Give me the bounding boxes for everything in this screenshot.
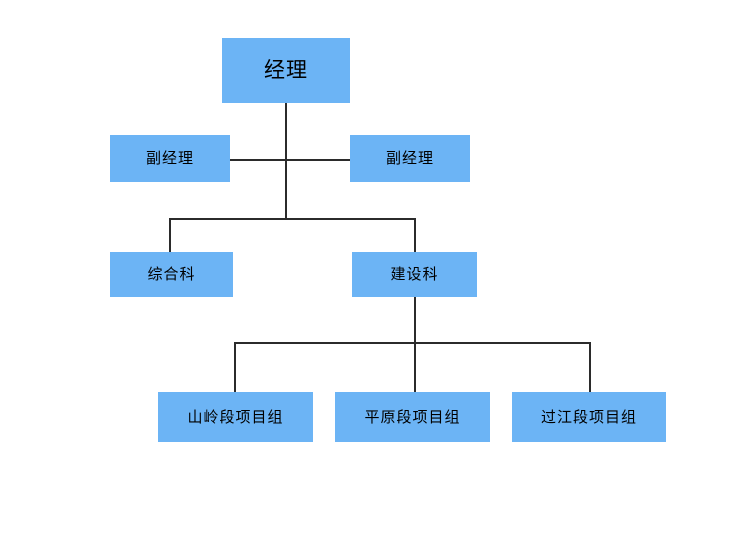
org-node-manager[interactable]: 经理	[222, 38, 350, 103]
org-node-team-river-label: 过江段项目组	[540, 408, 637, 426]
connector-drop-team-mountain	[234, 342, 236, 393]
connector-project-teams-bar	[235, 342, 591, 344]
org-node-deputy-manager-right[interactable]: 副经理	[350, 135, 470, 182]
org-node-team-plain-label: 平原段项目组	[364, 408, 461, 426]
connector-construction-trunk	[414, 296, 416, 343]
connector-manager-trunk	[285, 103, 287, 219]
org-node-team-mountain-label: 山岭段项目组	[187, 408, 284, 426]
org-node-general-affairs-section[interactable]: 综合科	[110, 252, 233, 297]
org-node-team-mountain[interactable]: 山岭段项目组	[158, 392, 313, 442]
connector-drop-general-affairs	[169, 218, 171, 254]
connector-drop-team-river	[589, 342, 591, 393]
org-node-deputy-manager-left[interactable]: 副经理	[110, 135, 230, 182]
connector-deputies-bar	[230, 159, 350, 161]
org-node-deputy-manager-right-label: 副经理	[385, 150, 434, 167]
org-node-construction-section[interactable]: 建设科	[352, 252, 477, 297]
org-node-manager-label: 经理	[264, 59, 308, 82]
connector-sections-bar	[170, 218, 416, 220]
connector-drop-construction	[414, 218, 416, 253]
org-node-construction-section-label: 建设科	[390, 266, 439, 283]
org-node-team-river[interactable]: 过江段项目组	[512, 392, 666, 442]
org-node-general-affairs-section-label: 综合科	[147, 266, 196, 283]
connector-drop-team-plain	[414, 342, 416, 393]
org-node-team-plain[interactable]: 平原段项目组	[335, 392, 490, 442]
org-node-deputy-manager-left-label: 副经理	[145, 150, 194, 167]
